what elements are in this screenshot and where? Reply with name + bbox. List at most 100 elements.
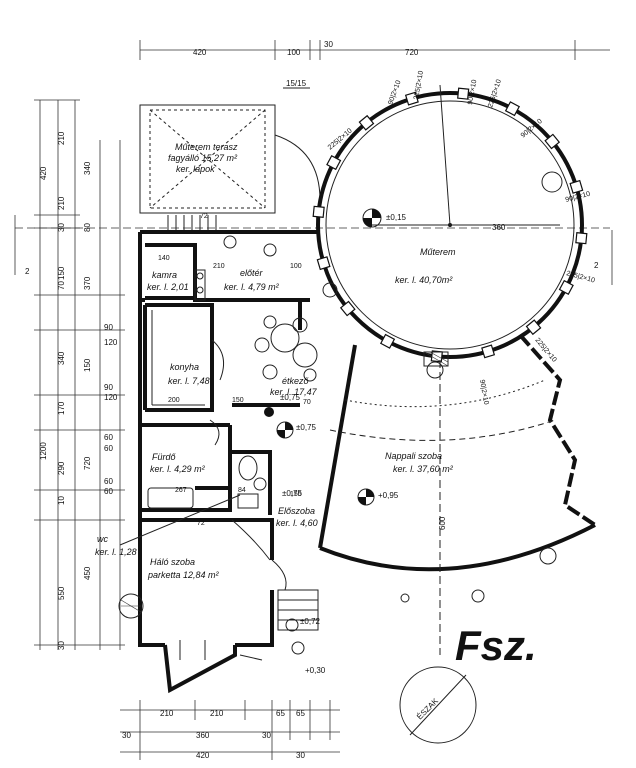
dim-left-10: 120 [104,338,118,347]
dim-left-26: 70 [57,281,66,290]
terrace-area: Műterem terasz fagyálló 15,27 m² ker. la… [139,79,321,232]
room-name-studio: Műterem [420,247,456,257]
svg-text:70: 70 [303,399,311,406]
studio-markers: ±0,15 360 Műterem ker. l. 40,70m² [362,208,506,285]
room-area-wc: ker. l. 1,28 [95,547,137,557]
dim-left-19: 1200 [39,442,48,460]
dim-left-6: 80 [83,223,92,232]
rotunda-pier [504,101,521,117]
rotunda-pier [404,91,419,106]
rotunda-pier [544,133,561,150]
level-dining-sub: ±0,75 [280,393,301,402]
dim-top-4: 720 [405,48,419,57]
rotunda-pier [326,154,342,171]
dim-left-17: 290 [57,461,66,475]
level-studio: ±0,15 [386,213,407,222]
room-name-eloszoba: Előszoba [278,506,315,516]
rotunda-pier [379,333,396,349]
section-line-2-2: 2 2 [14,215,613,285]
room-name-eloter: előtér [240,268,264,278]
dining-furniture [223,235,318,417]
left-dimension-chain: 420 210 340 210 30 80 150 370 90 120 340… [34,99,125,650]
svg-text:267: 267 [175,487,187,494]
dim-left-27: 170 [57,401,66,415]
room-name-furdo: Fürdő [152,452,177,462]
svg-text:150: 150 [290,491,302,498]
floor-label: Fsz. [455,622,537,669]
svg-text:90|2×10: 90|2×10 [478,379,489,405]
level-living: +0,95 [378,491,399,500]
room-area-konyha: ker. l. 7,48 [168,376,210,386]
dim-bottom-2: 210 [210,709,224,718]
rotunda-pier [569,179,584,194]
dim-bottom-7: 30 [262,731,271,740]
room-name-konyha: konyha [170,362,199,372]
room-area-studio: ker. l. 40,70m² [395,275,453,285]
door-arcs [118,339,287,619]
rotunda-pier [457,87,470,100]
bathroom-fixtures [147,455,259,509]
svg-text:140: 140 [158,255,170,262]
room-area-living: ker. l. 37,60 m² [393,464,454,474]
dim-bottom-6: 360 [196,731,210,740]
room-area-haloszoba: parketta 12,84 m² [147,570,220,580]
rotunda-pier [339,300,356,317]
svg-text:200: 200 [168,397,180,404]
dim-left-20: 60 [104,477,113,486]
kitchen-fixtures [151,269,206,406]
rotunda-pier [575,232,588,245]
level-entrance: ±0,72 [300,617,321,626]
room-name-kamra: kamra [152,270,177,280]
room-area-terrace: fagyálló 15,27 m² [168,153,238,163]
bedroom-bay-window [163,640,263,694]
dim-left-21: 60 [104,487,113,496]
dim-left-18: 720 [83,456,92,470]
level-markers: ±0,75 ±0,75 ±0,72 +0,30 ±0,75 [253,393,326,675]
living-room-fan: Nappali szoba ker. l. 37,60 m² +0,95 600 [318,333,597,655]
room-name-haloszoba: Háló szoba [150,557,195,567]
svg-text:72: 72 [197,520,205,527]
dim-left-22: 450 [83,566,92,580]
rotunda-pier [525,319,542,336]
dim-bottom-5: 30 [122,731,131,740]
dim-top-3: 30 [324,40,333,49]
room-area-etkezo: ker. l. 17,47 [270,387,318,397]
dim-bottom-8: 420 [196,751,210,760]
dim-left-24: 30 [57,641,66,650]
dim-left-3: 340 [83,161,92,175]
dim-left-11: 340 [57,351,66,365]
dim-living-depth: 600 [438,516,447,530]
section-mark-left: 2 [25,267,30,276]
dim-top-2: 100 [287,48,301,57]
rotunda-pier [358,114,375,131]
rotunda-pier [481,344,496,359]
room-area-furdo: ker. l. 4,29 m² [150,464,206,474]
dim-left-5: 30 [57,223,66,232]
interior-dims: 140 210 100 200 150 267 84 150 72 72 70 [158,213,311,527]
dim-left-2: 210 [57,131,66,145]
bottom-dimension-chain: 210 210 65 65 30 360 30 420 30 [120,700,340,760]
level-outside: +0,30 [305,666,326,675]
dim-left-4: 210 [57,196,66,210]
dim-bottom-3: 65 [276,709,285,718]
dim-left-12: 150 [83,358,92,372]
dim-studio-diameter: 360 [492,223,506,232]
dim-left-15: 60 [104,433,113,442]
svg-text:210: 210 [213,263,225,270]
entrance-steps [277,589,319,655]
level-etkezo: ±0,75 [296,423,317,432]
room-area-kamra: ker. l. 2,01 [147,282,189,292]
room-name-terrace: Műterem terasz [175,142,238,152]
dim-bottom-1: 210 [160,709,174,718]
rotunda-piers [312,87,588,363]
scale-note: 15/15 [286,79,307,88]
rotunda-pier [312,205,325,218]
dim-top-1: 420 [193,48,207,57]
level-eloszoba: ±0,75 [282,489,303,498]
top-dimension-chain: 420 100 30 720 [139,40,610,60]
rotunda-pier [316,256,331,271]
room-name-wc: wc [97,534,108,544]
dim-left-23: 550 [57,586,66,600]
dim-left-1: 420 [39,166,48,180]
